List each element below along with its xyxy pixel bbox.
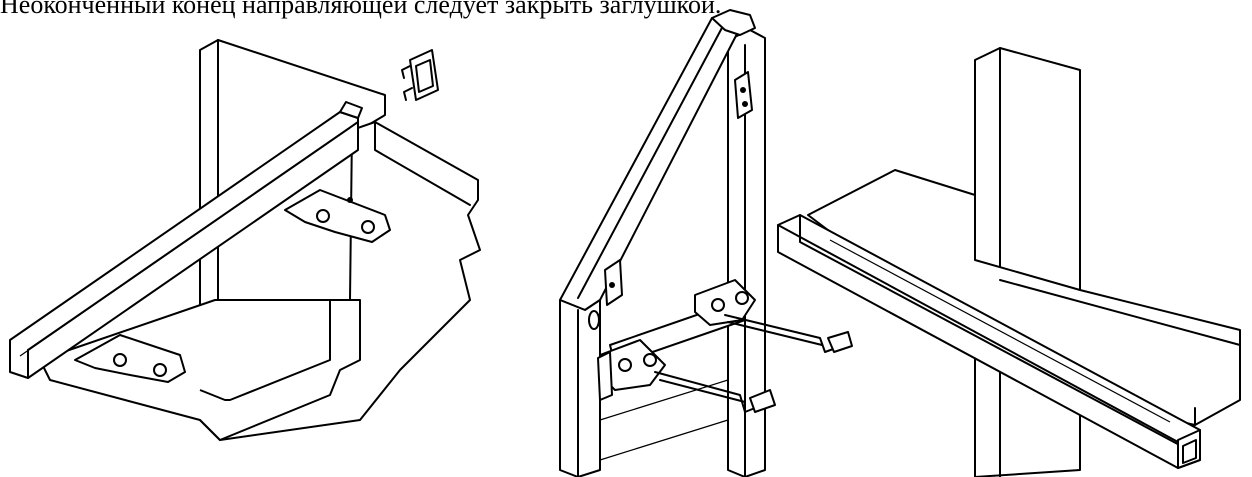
illustration-rail-under-shelf	[10, 40, 480, 440]
illustration-rail-through-panel	[778, 48, 1240, 477]
left-post	[560, 300, 600, 477]
instruction-caption: Неоконченный конец направляющей следует …	[0, 0, 722, 19]
slot-plate	[598, 352, 612, 400]
vertical-board	[975, 48, 1080, 477]
end-cap	[410, 50, 438, 100]
rod-lower	[655, 372, 755, 412]
illustration-triangular-frame	[560, 10, 852, 477]
hinge-top	[735, 72, 752, 118]
